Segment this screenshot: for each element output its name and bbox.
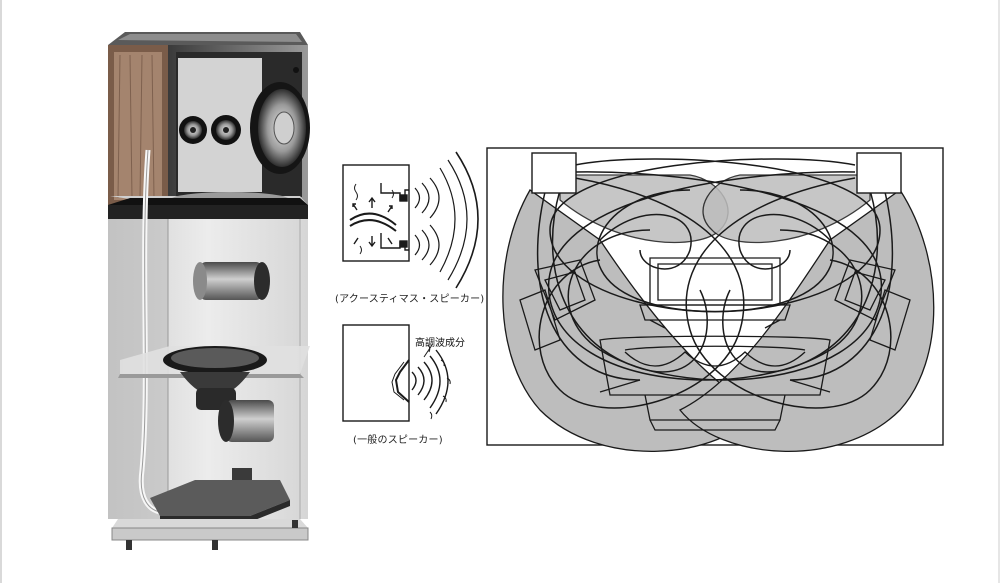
sound-path-curves — [536, 158, 894, 409]
lower-enclosure — [108, 149, 310, 522]
port-tube-lower — [218, 400, 274, 442]
room-speakers — [531, 152, 902, 194]
upper-woofer — [250, 82, 310, 174]
acoustimass-schematic — [342, 164, 410, 262]
high-frequency-label: 高調波成分 — [415, 338, 465, 349]
room-frame — [486, 147, 944, 446]
top-cabinet — [108, 32, 310, 219]
room-diagram — [486, 147, 944, 452]
cabinet-base — [111, 519, 309, 550]
dispersion-lobes — [502, 174, 935, 452]
speaker-cutaway-illustration — [108, 32, 310, 550]
room-furniture — [519, 257, 911, 431]
port-tube-upper — [193, 262, 270, 300]
acoustimass-caption: (アクースティマス・スピーカー) — [335, 294, 485, 305]
lower-woofer — [163, 346, 267, 410]
twin-cube-drivers — [179, 115, 241, 145]
left-speaker-box — [531, 152, 577, 194]
conventional-caption: (一般のスピーカー) — [353, 435, 443, 446]
right-speaker-box — [856, 152, 902, 194]
acoustimass-wave-arcs — [414, 151, 479, 289]
